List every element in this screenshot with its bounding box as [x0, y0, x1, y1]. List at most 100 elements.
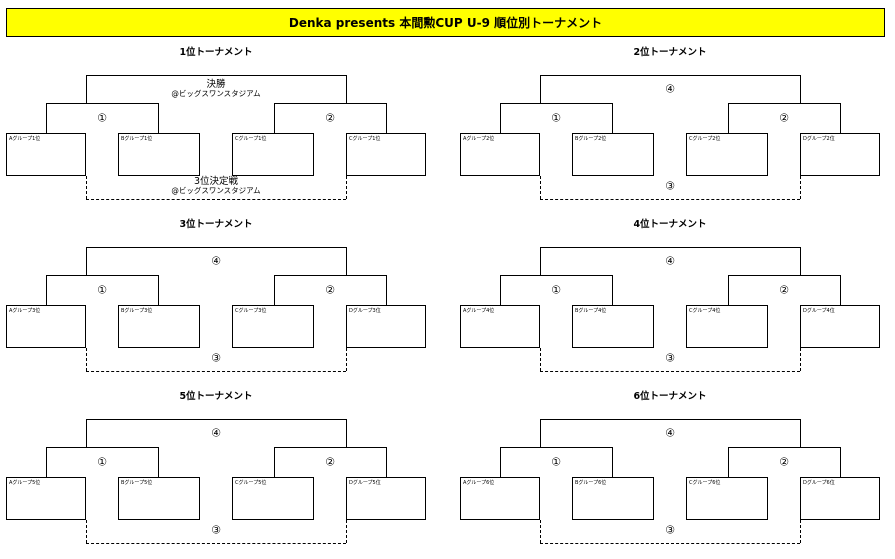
match-number-3: ③	[211, 351, 221, 365]
match-number-2: ②	[779, 455, 789, 469]
third-right-drop	[346, 176, 347, 199]
third-bar	[86, 199, 346, 200]
team-slot-label: Bグループ6位	[575, 480, 607, 486]
third-left-drop	[540, 520, 541, 543]
semi-left-bar	[500, 275, 613, 276]
semi-left-bar	[46, 275, 159, 276]
team-slot-label: Dグループ5位	[349, 480, 381, 486]
final-left-drop	[86, 75, 87, 104]
team-slot: Cグループ2位	[686, 133, 768, 176]
match-number-4: ④	[665, 82, 675, 96]
bracket-title: 6位トーナメント	[633, 391, 707, 402]
semi-right-bar	[274, 447, 387, 448]
third-left-drop	[86, 520, 87, 543]
semi-right-bar	[728, 103, 841, 104]
semi-left-drop-a	[500, 275, 501, 306]
match-number-4: ④	[665, 426, 675, 440]
semi-left-drop-a	[500, 103, 501, 134]
team-slot: Cグループ3位	[232, 305, 314, 348]
team-slot: Bグループ3位	[118, 305, 200, 348]
match-number-1: ①	[551, 455, 561, 469]
final-right-drop	[346, 247, 347, 276]
third-right-drop	[800, 348, 801, 371]
team-slot-label: Bグループ5位	[121, 480, 153, 486]
semi-left-drop-b	[612, 275, 613, 306]
semi-right-bar	[728, 275, 841, 276]
third-place-label: 3位決定戦@ビッグスワンスタジアム	[171, 176, 261, 196]
team-slot: Aグループ4位	[460, 305, 540, 348]
bracket-title: 1位トーナメント	[179, 47, 253, 58]
semi-left-drop-b	[612, 447, 613, 478]
final-right-drop	[800, 419, 801, 448]
match-number-4: ④	[665, 254, 675, 268]
match-number-3: ③	[665, 523, 675, 537]
semi-right-drop-b	[840, 275, 841, 306]
team-slot: Aグループ1位	[6, 133, 86, 176]
team-slot-label: Aグループ5位	[9, 480, 41, 486]
third-bar	[86, 371, 346, 372]
final-left-drop	[540, 247, 541, 276]
semi-right-drop-a	[274, 103, 275, 134]
semi-right-bar	[274, 103, 387, 104]
bracket-title: 5位トーナメント	[179, 391, 253, 402]
third-left-drop	[540, 348, 541, 371]
team-slot-label: Cグループ1位	[349, 136, 381, 142]
bracket-title: 2位トーナメント	[633, 47, 707, 58]
match-number-4: ④	[211, 426, 221, 440]
team-slot: Dグループ4位	[800, 305, 880, 348]
final-bar	[86, 247, 347, 248]
team-slot: Bグループ2位	[572, 133, 654, 176]
team-slot: Aグループ5位	[6, 477, 86, 520]
team-slot-label: Bグループ4位	[575, 308, 607, 314]
third-bar	[540, 199, 800, 200]
third-right-drop	[346, 520, 347, 543]
third-right-drop	[800, 520, 801, 543]
match-number-2: ②	[325, 283, 335, 297]
semi-left-drop-b	[158, 103, 159, 134]
match-number-4: ④	[211, 254, 221, 268]
match-number-3: ③	[665, 179, 675, 193]
match-number-1: ①	[97, 111, 107, 125]
final-left-drop	[540, 419, 541, 448]
final-venue: @ビッグスワンスタジアム	[171, 89, 261, 99]
third-left-drop	[86, 348, 87, 371]
team-slot-label: Cグループ5位	[235, 480, 267, 486]
team-slot: Aグループ2位	[460, 133, 540, 176]
team-slot: Cグループ6位	[686, 477, 768, 520]
final-bar	[540, 75, 801, 76]
final-right-drop	[346, 75, 347, 104]
semi-left-drop-b	[612, 103, 613, 134]
team-slot: Aグループ6位	[460, 477, 540, 520]
final-label: 決勝@ビッグスワンスタジアム	[171, 79, 261, 99]
match-number-2: ②	[779, 283, 789, 297]
team-slot-label: Aグループ6位	[463, 480, 495, 486]
semi-left-drop-a	[46, 275, 47, 306]
semi-left-bar	[500, 103, 613, 104]
team-slot-label: Aグループ4位	[463, 308, 495, 314]
third-place-title: 3位決定戦	[193, 176, 239, 187]
team-slot: Bグループ5位	[118, 477, 200, 520]
team-slot-label: Dグループ2位	[803, 136, 835, 142]
team-slot-label: Cグループ1位	[235, 136, 267, 142]
final-bar	[540, 419, 801, 420]
semi-left-bar	[46, 447, 159, 448]
final-right-drop	[800, 247, 801, 276]
bracket-title: 4位トーナメント	[633, 219, 707, 230]
team-slot-label: Dグループ4位	[803, 308, 835, 314]
team-slot-label: Bグループ2位	[575, 136, 607, 142]
match-number-1: ①	[97, 455, 107, 469]
match-number-2: ②	[325, 455, 335, 469]
team-slot: Dグループ3位	[346, 305, 426, 348]
team-slot: Cグループ1位	[346, 133, 426, 176]
semi-right-drop-a	[274, 275, 275, 306]
team-slot-label: Dグループ3位	[349, 308, 381, 314]
third-place-venue: @ビッグスワンスタジアム	[171, 186, 261, 196]
semi-left-bar	[46, 103, 159, 104]
team-slot-label: Bグループ1位	[121, 136, 153, 142]
semi-right-drop-b	[386, 275, 387, 306]
team-slot: Dグループ6位	[800, 477, 880, 520]
semi-left-drop-a	[46, 447, 47, 478]
final-title: 決勝	[206, 79, 226, 90]
team-slot: Bグループ4位	[572, 305, 654, 348]
final-left-drop	[86, 247, 87, 276]
